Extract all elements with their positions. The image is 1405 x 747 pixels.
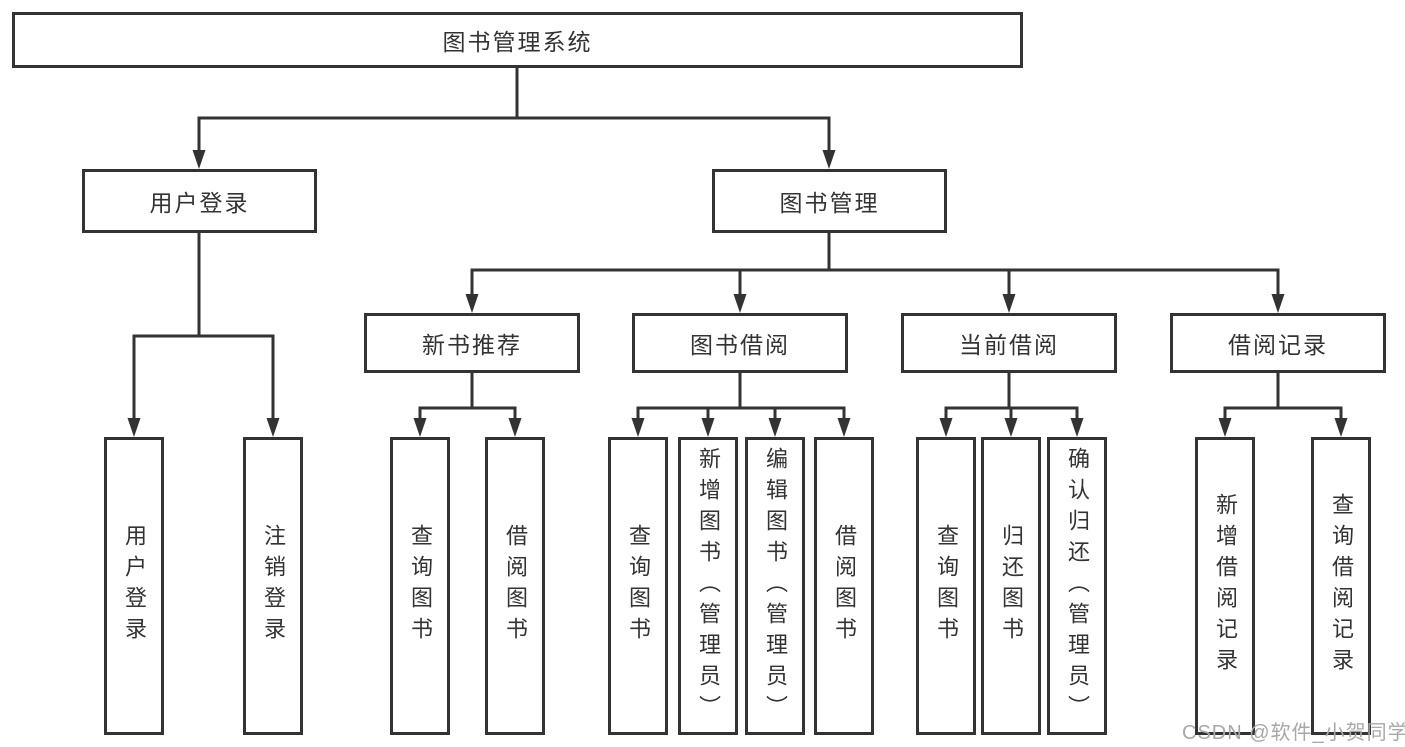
arrow-down-icon [631,418,645,437]
arrow-down-icon [266,418,280,437]
arrow-down-icon [1271,294,1285,313]
arrow-down-icon [701,418,715,437]
arrow-down-icon [837,418,851,437]
leaf-edit-book-admin-label: 编辑图书（管理员） [763,446,788,726]
leaf-borrow-books-recommend-label: 借阅图书 [503,524,528,648]
node-book-management: 图书管理 [712,169,947,233]
arrow-down-icon [192,150,206,169]
node-book-borrow: 图书借阅 [632,313,848,373]
arrow-down-icon [939,418,953,437]
leaf-borrow-books-borrow-label: 借阅图书 [832,524,857,648]
leaf-confirm-return-admin-label: 确认归还（管理员） [1065,446,1090,726]
arrow-down-icon [1070,418,1084,437]
leaf-query-borrow-record-label: 查询借阅记录 [1329,493,1354,679]
node-user-login-label: 用户登录 [149,190,250,216]
node-current-borrow-label: 当前借阅 [959,332,1059,358]
leaf-add-borrow-record-label: 新增借阅记录 [1213,493,1238,679]
leaf-query-books-recommend: 查询图书 [390,437,450,735]
leaf-query-books-current-label: 查询图书 [934,524,959,648]
csdn-watermark: CSDN @软件_小贺同学 [1182,722,1405,744]
leaf-edit-book-admin: 编辑图书（管理员） [745,437,805,735]
node-new-book-recommend: 新书推荐 [364,313,580,373]
arrow-down-icon [413,418,427,437]
leaf-logout: 注销登录 [243,437,303,735]
arrow-down-icon [733,294,747,313]
node-root: 图书管理系统 [12,12,1023,68]
node-new-book-recommend-label: 新书推荐 [422,332,522,358]
leaf-return-book: 归还图书 [981,437,1041,735]
node-current-borrow: 当前借阅 [901,313,1117,373]
leaf-confirm-return-admin: 确认归还（管理员） [1047,437,1107,735]
leaf-query-books-borrow-label: 查询图书 [626,524,651,648]
arrow-down-icon [508,418,522,437]
arrow-down-icon [1218,418,1232,437]
leaf-user-login: 用户登录 [104,437,164,735]
leaf-query-books-current: 查询图书 [916,437,976,735]
leaf-return-book-label: 归还图书 [999,524,1024,648]
leaf-user-login-label: 用户登录 [122,524,147,648]
leaf-borrow-books-recommend: 借阅图书 [485,437,545,735]
arrow-down-icon [1334,418,1348,437]
leaf-query-books-borrow: 查询图书 [608,437,668,735]
leaf-query-borrow-record: 查询借阅记录 [1311,437,1371,735]
arrow-down-icon [127,418,141,437]
arrow-down-icon [1004,418,1018,437]
leaf-add-borrow-record: 新增借阅记录 [1195,437,1255,735]
arrow-down-icon [822,150,836,169]
arrow-down-icon [768,418,782,437]
node-book-borrow-label: 图书借阅 [690,332,790,358]
node-book-management-label: 图书管理 [779,190,880,216]
leaf-add-book-admin: 新增图书（管理员） [678,437,738,735]
node-borrow-records: 借阅记录 [1170,313,1386,373]
leaf-borrow-books-borrow: 借阅图书 [814,437,874,735]
leaf-logout-label: 注销登录 [261,524,286,648]
node-borrow-records-label: 借阅记录 [1228,332,1328,358]
arrow-down-icon [465,294,479,313]
arrow-down-icon [1002,294,1016,313]
node-root-label: 图书管理系统 [442,29,593,55]
leaf-add-book-admin-label: 新增图书（管理员） [696,446,721,726]
leaf-query-books-recommend-label: 查询图书 [408,524,433,648]
node-user-login: 用户登录 [82,169,317,233]
